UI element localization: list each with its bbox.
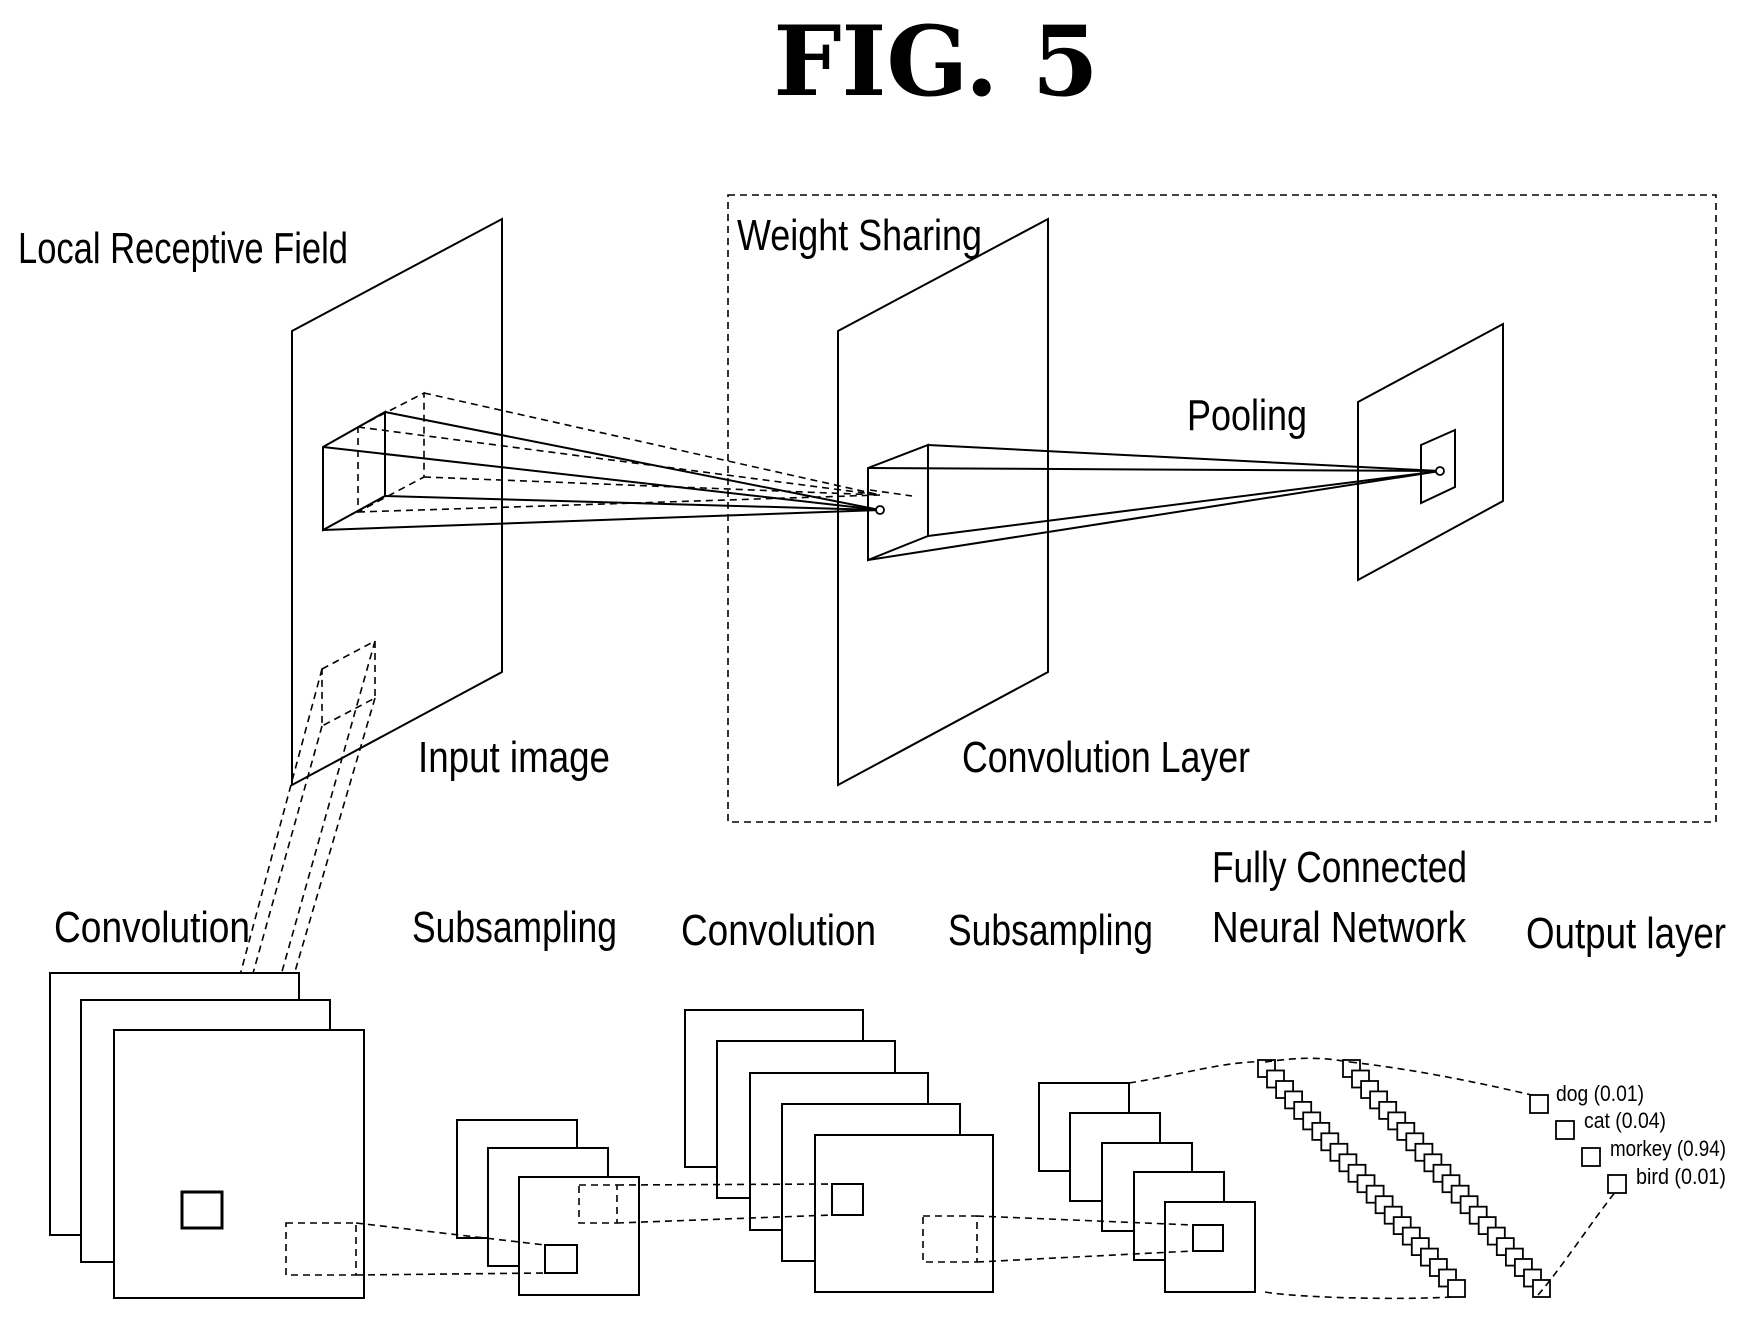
shared-field-frustum — [358, 393, 912, 512]
pooling-window — [1421, 430, 1455, 503]
input-patch — [322, 641, 375, 726]
conv1-feature-maps — [50, 973, 364, 1298]
receptive-field-frustum — [323, 412, 880, 530]
stage-label-subsampling-1: Subsampling — [412, 903, 617, 952]
output-neuron-bird — [1608, 1175, 1626, 1193]
conv-neuron — [876, 506, 884, 514]
output-label-bird: bird (0.01) — [1636, 1164, 1726, 1189]
stage-label-subsampling-2: Subsampling — [948, 906, 1153, 955]
output-label-dog: dog (0.01) — [1556, 1081, 1644, 1106]
conv2-feature-maps — [685, 1010, 993, 1292]
label-local-receptive-field: Local Receptive Field — [18, 224, 348, 273]
pooling-neuron — [1436, 467, 1444, 475]
label-weight-sharing: Weight Sharing — [737, 211, 982, 260]
subsampling1-maps — [457, 1120, 639, 1295]
stage-label-convolution-2: Convolution — [681, 906, 876, 955]
fc-layer-1-neuron — [1448, 1280, 1465, 1297]
label-pooling: Pooling — [1187, 391, 1307, 440]
output-label-cat: cat (0.04) — [1584, 1108, 1666, 1133]
stage-label-output-layer: Output layer — [1526, 909, 1726, 958]
label-input-image: Input image — [418, 733, 610, 782]
stage-label-convolution-1: Convolution — [54, 903, 250, 952]
output-neuron-cat — [1556, 1121, 1574, 1139]
pooling-frustum — [868, 445, 1440, 560]
output-neuron-morkey — [1582, 1148, 1600, 1166]
label-convolution-layer: Convolution Layer — [962, 733, 1250, 782]
figure-title: FIG. 5 — [773, 5, 1098, 118]
output-neuron-dog — [1530, 1095, 1548, 1113]
stage-label-neural-network: Neural Network — [1212, 903, 1467, 952]
output-label-morkey: morkey (0.94) — [1610, 1136, 1726, 1161]
subsampling2-maps — [1039, 1083, 1255, 1292]
convolution-layer-plane — [838, 219, 1048, 785]
pooling-plane — [1358, 324, 1503, 580]
stage-label-fully-connected: Fully Connected — [1212, 843, 1467, 892]
